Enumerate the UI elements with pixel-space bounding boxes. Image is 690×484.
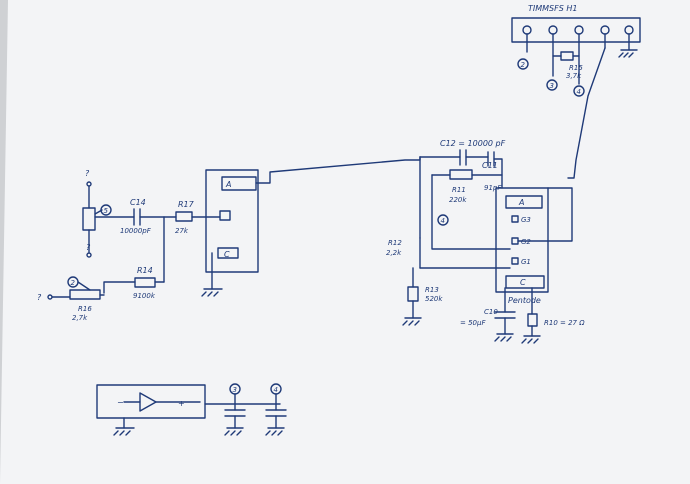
svg-text:R11: R11 (452, 186, 466, 194)
svg-text:5: 5 (104, 207, 109, 215)
svg-text:C14: C14 (130, 198, 146, 207)
svg-text:4: 4 (274, 386, 278, 394)
svg-text:G2: G2 (521, 238, 531, 246)
paper-shadow (0, 0, 8, 484)
svg-text:2: 2 (521, 61, 526, 69)
svg-text:R15: R15 (569, 64, 583, 72)
input-section: ? 5 ? C14 10000pF R17 27k R14 9100k 2 (37, 169, 221, 322)
node-4-top (573, 85, 585, 97)
node-3-top (546, 79, 558, 91)
svg-text:−: − (117, 398, 124, 407)
svg-text:C: C (520, 278, 526, 287)
svg-text:?: ? (85, 169, 90, 178)
svg-text:27k: 27k (175, 227, 189, 235)
svg-text:2,2k: 2,2k (386, 249, 402, 257)
svg-text:?: ? (37, 293, 42, 302)
svg-text:+: + (178, 399, 185, 408)
coupling-network: C12 = 10000 pF C11 R11 220k 91pF 4 R12 2… (386, 139, 511, 326)
svg-text:4: 4 (577, 88, 581, 96)
svg-text:R12: R12 (388, 239, 402, 247)
svg-text:3: 3 (233, 386, 237, 394)
svg-text:9100k: 9100k (133, 292, 156, 300)
svg-text:91pF: 91pF (484, 184, 502, 192)
svg-text:= 50µF: = 50µF (460, 319, 486, 327)
svg-text:R10 = 27 Ω: R10 = 27 Ω (544, 319, 585, 327)
output-connector: TIMMSFS H1 2 3 4 R15 3,7k (511, 4, 641, 179)
pentode-label: Pentode (508, 296, 541, 305)
svg-text:2: 2 (71, 279, 76, 287)
svg-text:220k: 220k (449, 196, 467, 204)
svg-text:4: 4 (441, 217, 445, 225)
svg-text:2,7k: 2,7k (72, 314, 88, 322)
amplifier-section: − + 3 4 (96, 383, 287, 436)
svg-text:C10: C10 (484, 308, 498, 316)
svg-text:A: A (225, 180, 231, 189)
svg-text:520k: 520k (425, 295, 443, 303)
pentode-block: A G3 G2 G1 C Pentode C10 = 50µF R10 = 27… (460, 187, 585, 344)
svg-text:C12 = 10000 pF: C12 = 10000 pF (440, 139, 506, 148)
connector-label: TIMMSFS H1 (528, 4, 577, 13)
svg-text:R16: R16 (78, 305, 92, 313)
node-2-top (517, 58, 529, 70)
node-5 (100, 204, 112, 216)
svg-text:3: 3 (550, 82, 554, 90)
node-4-mid (437, 214, 449, 226)
svg-text:C11: C11 (482, 161, 498, 170)
svg-text:?: ? (86, 243, 91, 252)
svg-text:R17: R17 (178, 200, 195, 209)
svg-text:R13: R13 (425, 286, 439, 294)
svg-text:G1: G1 (521, 258, 531, 266)
svg-text:G3: G3 (521, 216, 531, 224)
svg-text:3,7k: 3,7k (566, 72, 582, 80)
svg-text:R14: R14 (137, 266, 153, 275)
svg-text:A: A (518, 198, 524, 207)
svg-text:C: C (224, 250, 230, 259)
svg-text:10000pF: 10000pF (120, 227, 152, 235)
